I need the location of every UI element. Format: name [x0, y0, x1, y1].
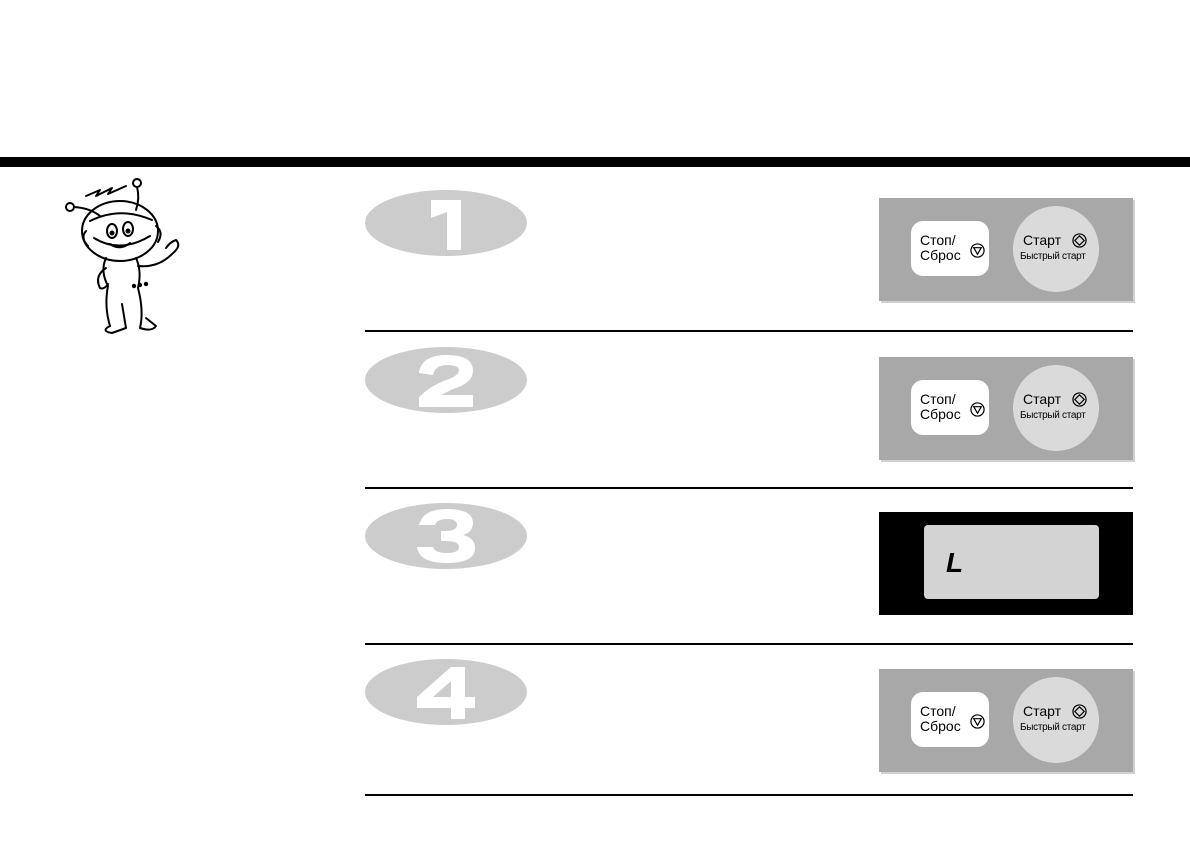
- lcd-readout: L: [946, 548, 963, 578]
- step-number-2-badge: [365, 347, 527, 413]
- header-rule: [0, 157, 1190, 167]
- quick-start-label: Быстрый старт: [1020, 722, 1092, 733]
- step-divider: [365, 643, 1133, 645]
- control-panel-1: Стоп/Сброс Старт Быстрый старт: [879, 198, 1133, 301]
- start-button[interactable]: Старт Быстрый старт: [1013, 677, 1099, 763]
- start-diamond-icon: [1072, 233, 1087, 248]
- stop-reset-button[interactable]: Стоп/Сброс: [911, 380, 989, 435]
- stop-reset-button[interactable]: Стоп/Сброс: [911, 692, 989, 747]
- stop-reset-button[interactable]: Стоп/Сброс: [911, 221, 989, 276]
- stop-label-line1: Стоп/: [920, 391, 956, 407]
- display-panel: L: [879, 512, 1133, 615]
- step-number-3-badge: [365, 503, 527, 569]
- stop-triangle-icon: [970, 714, 985, 729]
- start-button[interactable]: Старт Быстрый старт: [1013, 365, 1099, 451]
- step-number-4-badge: [365, 659, 527, 725]
- step-divider: [365, 487, 1133, 489]
- start-diamond-icon: [1072, 704, 1087, 719]
- stop-triangle-icon: [970, 243, 985, 258]
- robot-mascot-icon: [60, 176, 190, 336]
- start-label: Старт: [1023, 392, 1061, 406]
- step-divider: [365, 330, 1133, 332]
- start-diamond-icon: [1072, 392, 1087, 407]
- start-label: Старт: [1023, 704, 1061, 718]
- lcd-screen: L: [924, 525, 1099, 599]
- control-panel-2: Стоп/Сброс Старт Быстрый старт: [879, 357, 1133, 460]
- stop-label-line2: Сброс: [920, 718, 961, 734]
- stop-label-line1: Стоп/: [920, 703, 956, 719]
- start-label: Старт: [1023, 233, 1061, 247]
- start-button[interactable]: Старт Быстрый старт: [1013, 206, 1099, 292]
- stop-label-line1: Стоп/: [920, 232, 956, 248]
- quick-start-label: Быстрый старт: [1020, 251, 1092, 262]
- step-divider: [365, 794, 1133, 796]
- step-number-1-badge: [365, 190, 527, 256]
- stop-label-line2: Сброс: [920, 247, 961, 263]
- control-panel-4: Стоп/Сброс Старт Быстрый старт: [879, 669, 1133, 772]
- stop-triangle-icon: [970, 402, 985, 417]
- quick-start-label: Быстрый старт: [1020, 410, 1092, 421]
- stop-label-line2: Сброс: [920, 406, 961, 422]
